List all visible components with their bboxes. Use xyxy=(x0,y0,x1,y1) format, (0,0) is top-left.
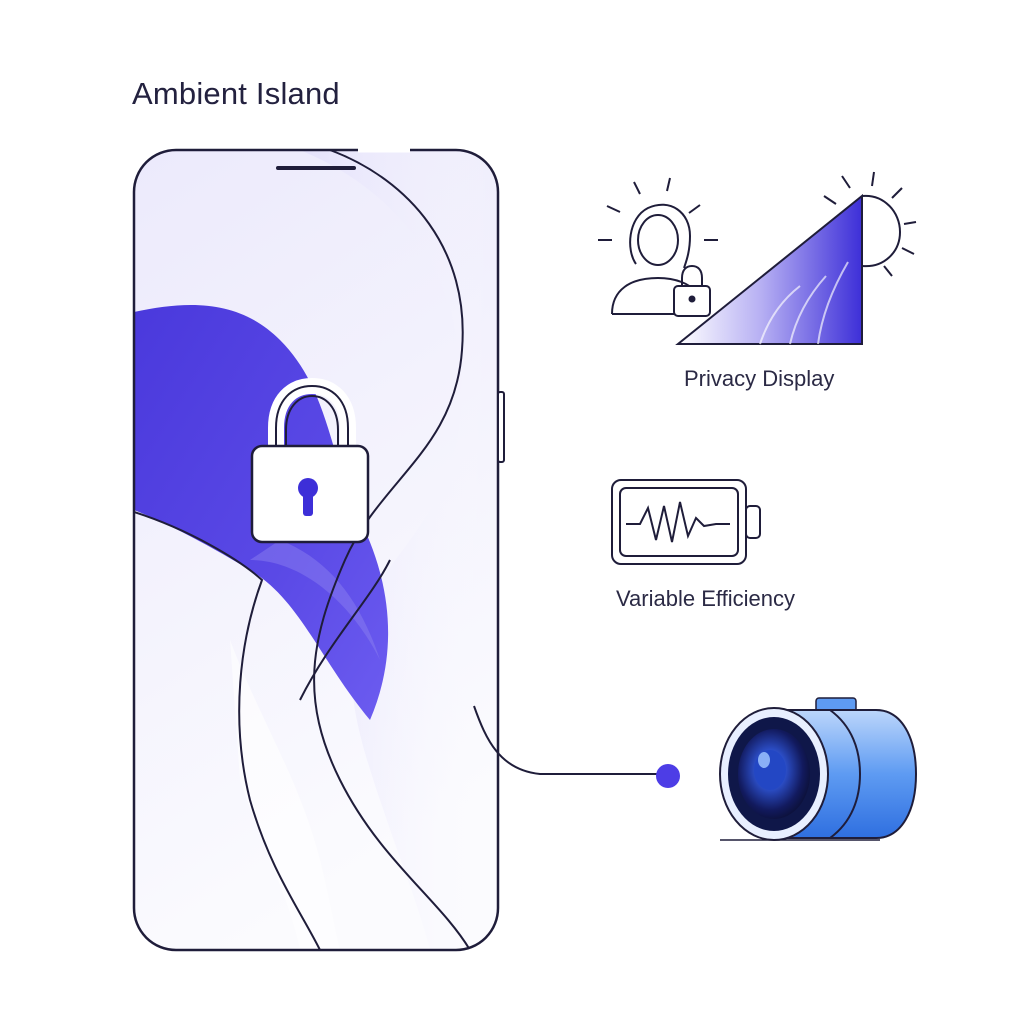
variable-efficiency-label: Variable Efficiency xyxy=(616,586,795,611)
privacy-display-label: Privacy Display xyxy=(684,366,835,391)
connector-line xyxy=(473,705,680,788)
padlock-icon xyxy=(250,377,370,544)
diagram-title: Ambient Island xyxy=(132,76,340,111)
person-with-lock-icon xyxy=(598,177,718,317)
phone-illustration xyxy=(132,147,505,952)
privacy-display-illustration xyxy=(598,171,917,345)
battery-waveform-icon xyxy=(611,479,761,565)
sun-icon xyxy=(823,171,917,277)
camera-lens-icon xyxy=(719,697,918,841)
